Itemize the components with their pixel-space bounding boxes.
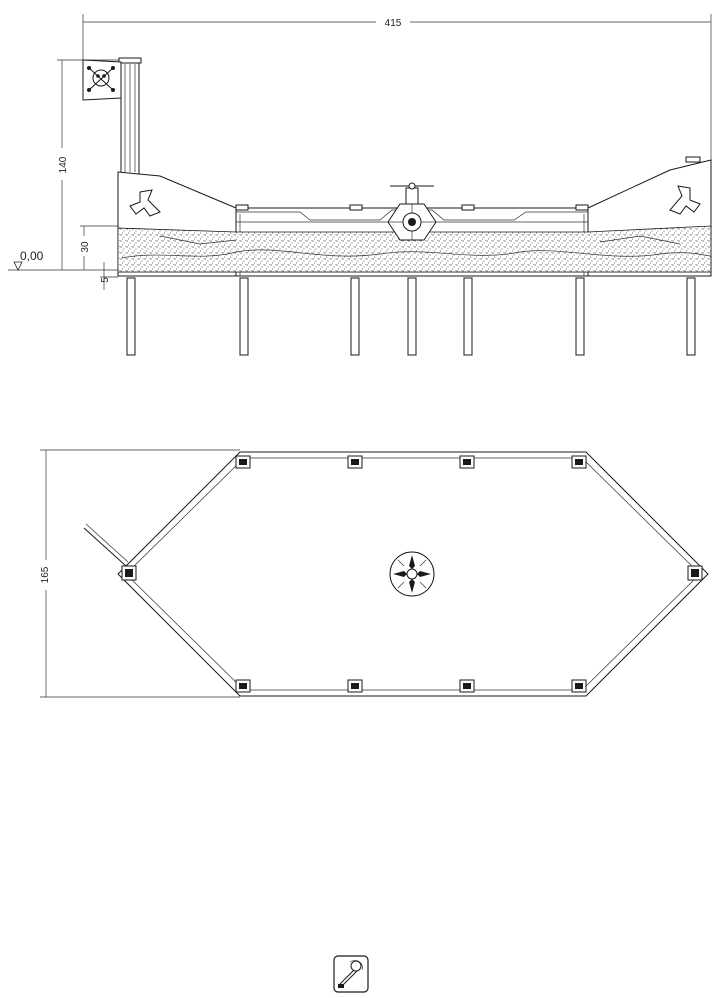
sandbox-symbol-icon <box>333 955 369 993</box>
anchor-icon <box>129 189 161 217</box>
corner-brackets <box>121 455 703 693</box>
dim-label-width: 165 <box>40 566 51 583</box>
compass-rose-icon <box>389 551 435 597</box>
sand-contour <box>121 249 712 259</box>
dimension-width: 165 <box>40 449 240 698</box>
support-leg <box>239 277 249 356</box>
side-elevation-view: 415 140 30 0,00 5 <box>8 14 712 356</box>
dim-label-sand-depth: 30 <box>80 241 91 253</box>
support-leg <box>463 277 473 356</box>
ground-level-marker: 0,00 <box>8 249 118 271</box>
dim-label-overall-length: 415 <box>385 18 402 29</box>
dimension-sand-depth: 30 <box>80 225 118 270</box>
mast-plan <box>83 527 127 567</box>
support-legs <box>126 277 696 356</box>
sand-fill <box>117 225 712 273</box>
hull-outline <box>117 451 709 697</box>
anchor-icon <box>669 185 701 215</box>
support-leg <box>575 277 585 356</box>
dimension-ground-gap: 5 <box>100 262 118 290</box>
dim-label-height: 140 <box>58 156 69 173</box>
plan-view: 165 <box>40 449 709 698</box>
support-leg <box>407 277 417 356</box>
dim-label-ground-gap: 5 <box>100 277 111 283</box>
ground-level-label: 0,00 <box>20 249 44 263</box>
ship-wheel-icon <box>387 182 437 241</box>
support-leg <box>686 277 696 356</box>
mast <box>118 57 142 176</box>
skull-crossbones-flag-icon <box>82 59 122 101</box>
dimension-overall-length: 415 <box>82 14 712 160</box>
support-leg <box>350 277 360 356</box>
support-leg <box>126 277 136 356</box>
